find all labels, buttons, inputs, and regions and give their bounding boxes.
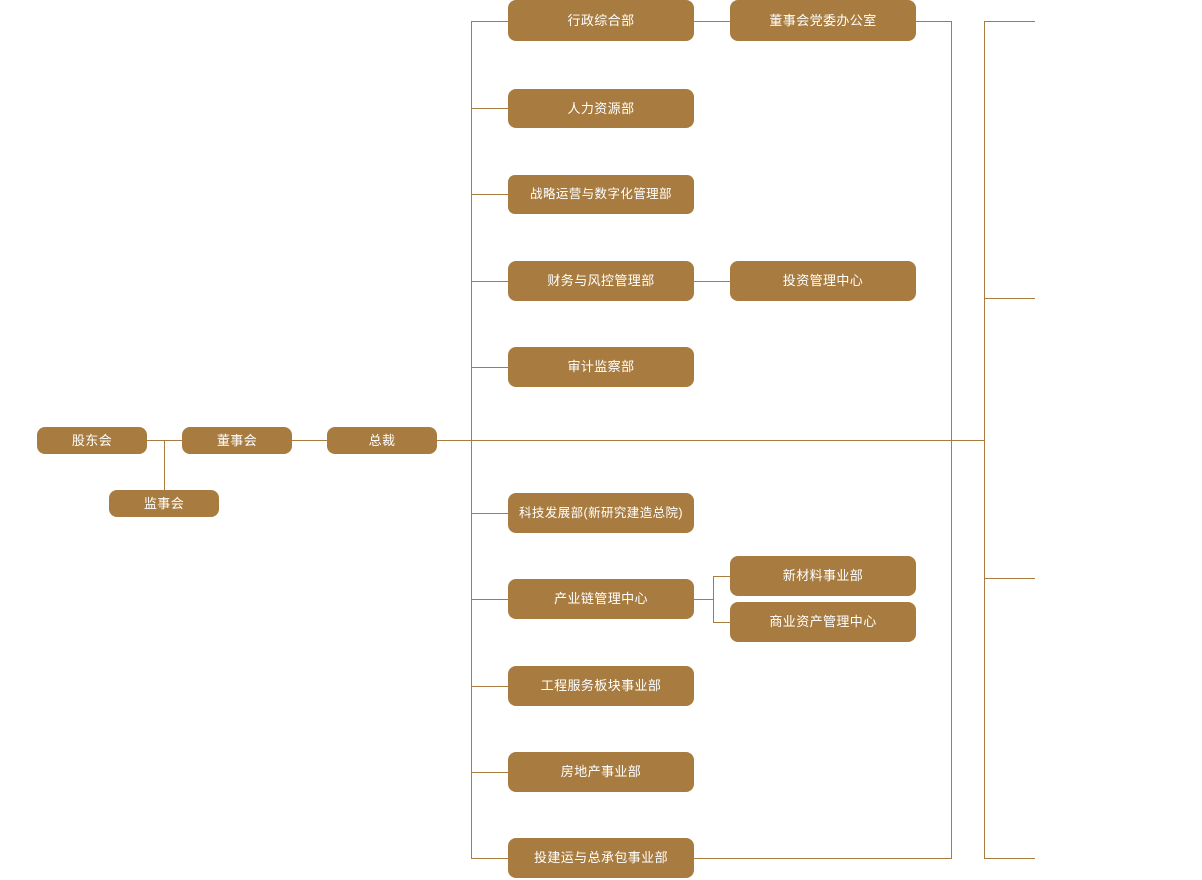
connector-spine-lower-dept-2 [471, 686, 508, 687]
connector-spine-upper-dept-3 [471, 281, 508, 282]
node-upper-dept-2[interactable]: 战略运营与数字化管理部 [508, 175, 694, 214]
connector-upper-dept-0-sub-0 [694, 21, 730, 22]
node-lower-dept-2[interactable]: 工程服务板块事业部 [508, 666, 694, 706]
bracket-outer-arm-bottom [984, 858, 1035, 859]
node-upper-dept-1[interactable]: 人力资源部 [508, 89, 694, 128]
connector-lower-sub-1 [713, 622, 730, 623]
node-upper-dept-4[interactable]: 审计监察部 [508, 347, 694, 387]
connector-board-president [292, 440, 327, 441]
node-upper-sub-1[interactable]: 投资管理中心 [730, 261, 916, 301]
bracket-inner-bottom-arm [694, 858, 951, 859]
connector-lower-sub-bracket [713, 576, 714, 622]
bracket-inner-top-arm [916, 21, 952, 22]
connector-supervisors-vertical [164, 440, 165, 503]
connector-spine-lower-dept-0 [471, 513, 508, 514]
bracket-inner-vertical [951, 21, 952, 859]
node-lower-dept-3[interactable]: 房地产事业部 [508, 752, 694, 792]
node-lower-dept-4[interactable]: 投建运与总承包事业部 [508, 838, 694, 878]
connector-lower-dept-1-stem [694, 599, 713, 600]
node-upper-sub-0[interactable]: 董事会党委办公室 [730, 0, 916, 41]
connector-spine-lower-dept-1 [471, 599, 508, 600]
node-lower-sub-0[interactable]: 新材料事业部 [730, 556, 916, 596]
connector-spine-upper-dept-0 [471, 21, 508, 22]
node-upper-dept-3[interactable]: 财务与风控管理部 [508, 261, 694, 301]
connector-spine-lower-dept-3 [471, 772, 508, 773]
node-board[interactable]: 董事会 [182, 427, 292, 454]
node-lower-dept-1[interactable]: 产业链管理中心 [508, 579, 694, 619]
node-lower-dept-0[interactable]: 科技发展部(新研究建造总院) [508, 493, 694, 533]
connector-upper-dept-3-sub-1 [694, 281, 730, 282]
node-president[interactable]: 总裁 [327, 427, 437, 454]
bracket-outer-vertical [984, 21, 985, 859]
bracket-outer-arm-top [984, 21, 1035, 22]
bracket-outer-arm-upper-mid [984, 298, 1035, 299]
connector-spine-upper-dept-4 [471, 367, 508, 368]
node-lower-sub-1[interactable]: 商业资产管理中心 [730, 602, 916, 642]
connector-spine-lower-dept-4 [471, 858, 508, 859]
spine-departments [471, 21, 472, 859]
connector-lower-sub-0 [713, 576, 730, 577]
node-upper-dept-0[interactable]: 行政综合部 [508, 0, 694, 41]
bracket-outer-arm-lower-mid [984, 578, 1035, 579]
connector-spine-upper-dept-1 [471, 108, 508, 109]
connector-president-trunk [437, 440, 985, 441]
node-supervisors[interactable]: 监事会 [109, 490, 219, 517]
node-shareholders[interactable]: 股东会 [37, 427, 147, 454]
connector-spine-upper-dept-2 [471, 194, 508, 195]
